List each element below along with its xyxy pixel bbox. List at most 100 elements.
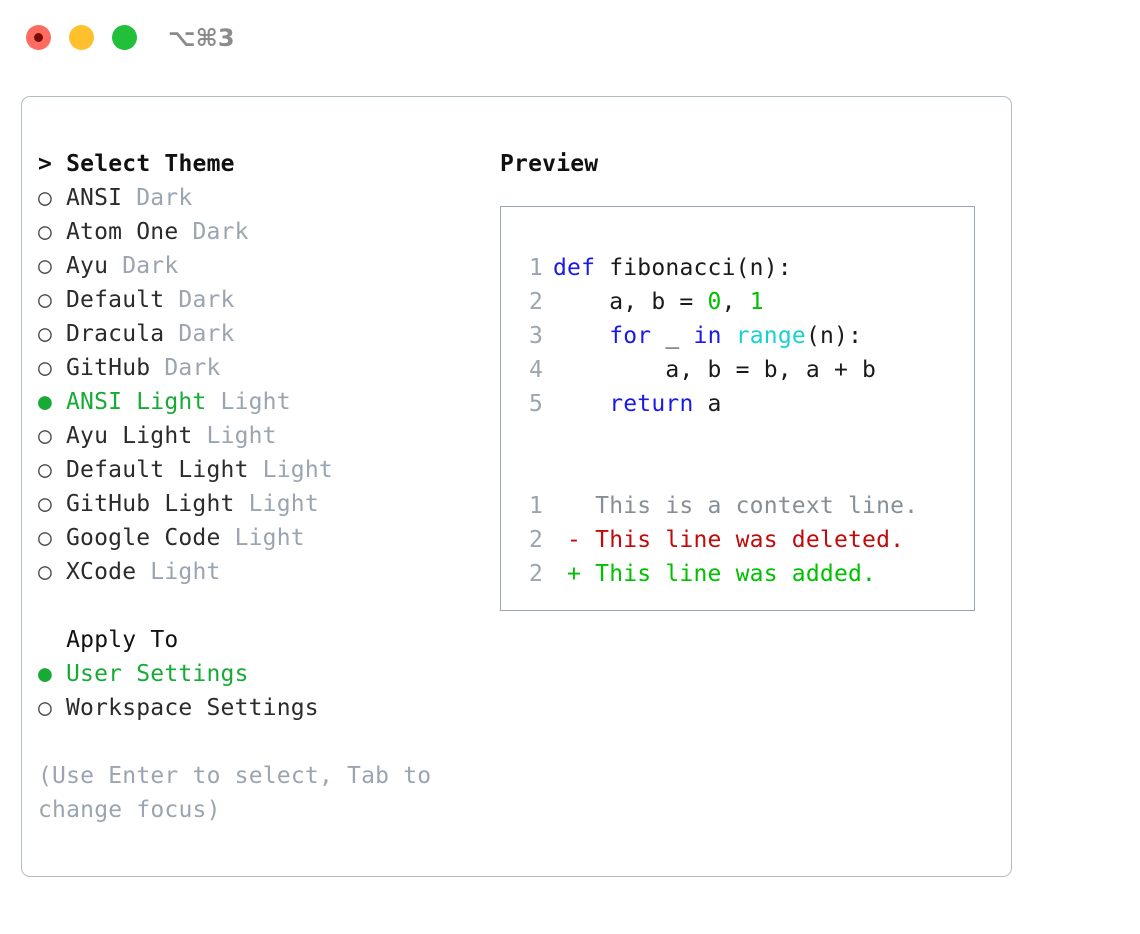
theme-name: Default Light [66,457,249,483]
spacer [38,589,498,623]
close-button[interactable] [26,25,51,50]
theme-list-item[interactable]: ○XCode Light [38,555,498,589]
theme-kind-badge: Light [136,559,221,585]
diff-line: 2 + This line was added. [501,557,974,591]
diff-text: This is a context line. [553,493,919,519]
code-token: a, b = [553,289,708,315]
theme-kind-badge: Light [248,457,333,483]
theme-kind-badge: Light [206,389,291,415]
theme-list-item[interactable]: ○Ayu Light Light [38,419,498,453]
line-number: 1 [528,255,543,281]
radio-unselected-icon: ○ [38,219,53,245]
code-token [553,323,609,349]
blank-line [501,421,974,455]
theme-name: GitHub Light [66,491,235,517]
code-token: for [609,323,652,349]
theme-list-item[interactable]: ○ Atom One Dark [38,215,498,249]
theme-selector-pane: > Select Theme ○ANSI Dark○Atom One Dark○… [38,147,498,827]
theme-list-item[interactable]: ○Default Light Light [38,453,498,487]
theme-name: ANSI Light [66,389,207,415]
radio-unselected-icon: ○ [38,253,53,279]
radio-unselected-icon: ○ [38,559,53,585]
maximize-button[interactable] [112,25,137,50]
diff-line: 1 This is a context line. [501,489,974,523]
line-number: 1 [528,493,543,519]
theme-kind-badge: Light [220,525,305,551]
radio-unselected-icon: ○ [38,185,53,211]
code-token: 0 [707,289,722,315]
code-token: def [553,255,610,281]
radio-selected-icon: ● [38,661,53,687]
preview-title: Preview [500,151,599,177]
theme-list: ○ANSI Dark○Atom One Dark○Ayu Dark○Defaul… [38,181,498,589]
theme-name: Dracula [66,321,165,347]
code-line: 3 for _ in range(n): [501,319,974,353]
code-token: in [693,323,722,349]
theme-kind-badge: Light [234,491,319,517]
radio-unselected-icon: ○ [38,321,53,347]
theme-list-item[interactable]: ○ GitHub Dark [38,351,498,385]
theme-kind-badge: Dark [122,185,193,211]
theme-kind-badge: Dark [150,355,221,381]
theme-kind-badge: Dark [108,253,179,279]
line-number: 2 [528,289,543,315]
code-token: , [721,289,750,315]
radio-unselected-icon: ○ [38,695,53,721]
main-card: > Select Theme ○ANSI Dark○Atom One Dark○… [21,96,1012,877]
line-number: 3 [528,323,543,349]
theme-kind-badge: Light [192,423,277,449]
theme-kind-badge: Dark [164,321,235,347]
radio-unselected-icon: ○ [38,491,53,517]
line-number: 4 [528,357,543,383]
theme-name: GitHub [66,355,151,381]
line-number: 2 [528,527,543,553]
theme-list-item[interactable]: ○Default Dark [38,283,498,317]
code-line: 2 a, b = 0, 1 [501,285,974,319]
keyboard-shortcut-label: ⌥⌘3 [168,24,235,52]
minimize-button[interactable] [69,25,94,50]
code-token: range [735,323,806,349]
theme-name: Atom One [66,219,179,245]
theme-kind-badge: Dark [164,287,235,313]
theme-list-item[interactable]: ● ANSI Light Light [38,385,498,419]
diff-text: + This line was added. [553,561,877,587]
theme-name: ANSI [66,185,123,211]
code-token: fibonacci(n): [609,255,792,281]
keyboard-hint: (Use Enter to select, Tab to change focu… [38,763,432,823]
code-token: (n): [805,323,863,349]
code-line: 1 def fibonacci(n): [501,251,974,285]
page-title: > Select Theme [38,151,235,177]
apply-to-label: Workspace Settings [66,695,319,721]
blank-line [501,455,974,489]
line-number: 2 [528,561,543,587]
code-token [722,323,736,349]
line-number: 5 [528,391,543,417]
apply-to-option[interactable]: ● User Settings [38,657,498,691]
radio-selected-icon: ● [38,389,53,415]
code-token: a, b = b, a + b [553,357,877,383]
code-token: a [693,391,722,417]
code-token: 1 [749,289,764,315]
window-controls [26,25,137,50]
theme-list-item[interactable]: ○Google Code Light [38,521,498,555]
theme-list-item[interactable]: ○ Ayu Dark [38,249,498,283]
theme-list-item[interactable]: ○ Dracula Dark [38,317,498,351]
theme-list-item[interactable]: ○ ANSI Dark [38,181,498,215]
theme-name: Google Code [66,525,221,551]
apply-to-label: User Settings [66,661,249,687]
code-token [553,391,609,417]
radio-unselected-icon: ○ [38,287,53,313]
diff-text: - This line was deleted. [553,527,905,553]
diff-line: 2 - This line was deleted. [501,523,974,557]
theme-kind-badge: Dark [178,219,249,245]
theme-name: Ayu [66,253,109,279]
radio-unselected-icon: ○ [38,355,53,381]
title-bar: ⌥⌘3 [0,0,1140,78]
apply-to-option[interactable]: ○ Workspace Settings [38,691,498,725]
theme-list-item[interactable]: ○ GitHub Light Light [38,487,498,521]
theme-name: Ayu Light [66,423,193,449]
